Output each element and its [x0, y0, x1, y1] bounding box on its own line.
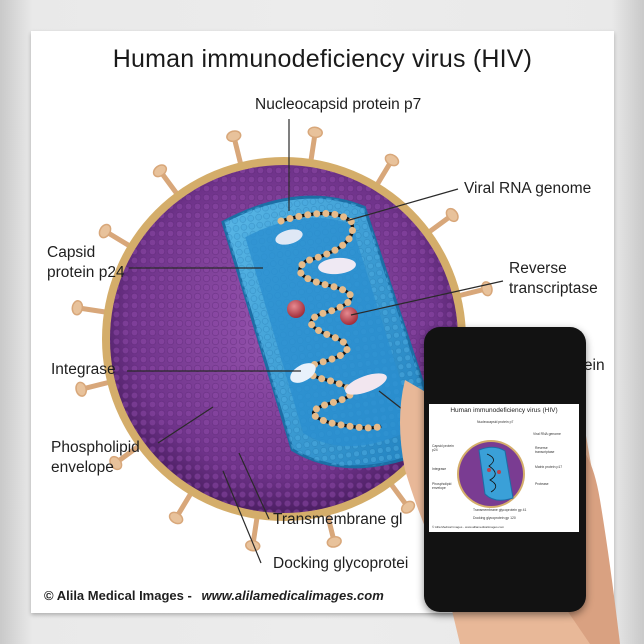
- spike-stalk: [456, 287, 486, 299]
- label-reverse-transcriptase-line1: Reverse: [509, 260, 567, 277]
- spike-stalk: [374, 160, 393, 188]
- spike-head: [326, 535, 342, 548]
- phone-label-rt: Reverse transcriptase: [535, 446, 555, 454]
- spike-head: [384, 153, 400, 167]
- label-phospholipid-line2: envelope: [51, 459, 114, 476]
- spike-head: [445, 207, 459, 223]
- poster: Human immunodeficiency virus (HIV): [31, 31, 614, 613]
- label-phospholipid-line1: Phospholipid: [51, 439, 140, 456]
- spike-head: [75, 381, 88, 397]
- hiv-virus-diagram: [71, 119, 504, 564]
- label-reverse-transcriptase-line2: transcriptase: [509, 280, 598, 297]
- phone-label-transmembrane: Transmembrane glycoprotein gp 41: [473, 508, 527, 512]
- poster-title: Human immunodeficiency virus (HIV): [112, 45, 533, 73]
- spike-stalk: [105, 230, 133, 249]
- phone-screen-footer: © Alila Medical Images - www.alilamedica…: [432, 525, 505, 529]
- spike-stalk: [308, 133, 318, 164]
- credit-text: © Alila Medical Images: [44, 588, 184, 603]
- label-capsid-line2: protein p24: [47, 264, 125, 281]
- spike-head: [98, 223, 112, 239]
- label-capsid-line1: Capsid: [47, 244, 96, 261]
- phone-label-protease: Protease: [535, 482, 549, 486]
- footer-credit: © Alila Medical Images - www.alilamedica…: [44, 588, 384, 603]
- spike-stalk: [159, 171, 180, 197]
- phone-screen-title: Human immunodeficiency virus (HIV): [450, 407, 558, 414]
- spike-head: [245, 539, 261, 552]
- phone-label-p7: Nucleocapsid protein p7: [477, 420, 514, 424]
- protein-blob: [318, 257, 356, 275]
- spike-stalk: [426, 214, 452, 235]
- spike-stalk: [78, 305, 109, 315]
- label-docking: Docking glycoprotei: [273, 555, 409, 572]
- label-nucleocapsid-p7: Nucleocapsid protein p7: [255, 96, 422, 113]
- spike-stalk: [250, 514, 260, 545]
- spike-stalk: [82, 379, 112, 391]
- leader-lines: [127, 119, 504, 564]
- protein-blob: [275, 229, 303, 245]
- phone-label-integrase: Integrase: [432, 467, 447, 471]
- spike-head: [71, 300, 84, 316]
- reverse-transcriptase-ball: [287, 300, 305, 318]
- smartphone: Human immunodeficiency virus (HIV) Nucle…: [424, 327, 586, 612]
- spike-stalk: [175, 490, 194, 518]
- spike-head: [152, 164, 168, 178]
- phone-label-rna: Viral RNA genome: [533, 432, 561, 436]
- protease-shape: [345, 373, 387, 395]
- spike-stalk: [324, 511, 336, 541]
- phone-label-capsid: Capsid protein p24: [432, 444, 454, 452]
- phone-screen-diagram: [457, 440, 525, 508]
- spike-head: [109, 455, 123, 471]
- label-viral-rna-genome: Viral RNA genome: [464, 180, 592, 197]
- label-transmembrane: Transmembrane gl: [273, 511, 403, 528]
- spike-stalk: [388, 481, 409, 507]
- phone-label-matrix: Matrix protein p17: [535, 465, 563, 469]
- spike-stalk: [232, 137, 244, 167]
- phone-label-docking: Docking glycoprotein gp 120: [473, 516, 516, 520]
- reverse-transcriptase-ball: [340, 307, 358, 325]
- spike-head: [307, 126, 323, 139]
- integrase-shape: [290, 363, 316, 383]
- phone-label-phospholipid: Phospholipid envelope: [432, 482, 452, 490]
- phone-screen: Human immunodeficiency virus (HIV) Nucle…: [429, 404, 579, 532]
- label-integrase: Integrase: [51, 361, 116, 378]
- spike-head: [226, 130, 242, 143]
- spike-head: [168, 511, 184, 525]
- spike-stalk: [116, 443, 142, 464]
- credit-dash: -: [187, 588, 192, 603]
- credit-url: www.alilamedicalimages.com: [201, 588, 384, 603]
